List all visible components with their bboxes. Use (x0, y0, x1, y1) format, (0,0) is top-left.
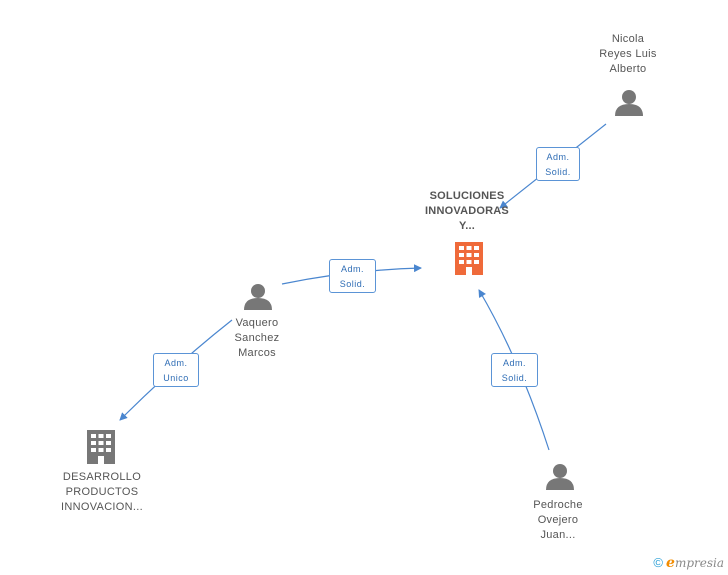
node-label-line: Reyes Luis (599, 48, 657, 60)
node-label-line: Juan... (540, 529, 576, 541)
building-icon (455, 242, 483, 275)
edge-label-vaquero-main[interactable]: Adm. Solid. (329, 259, 376, 293)
edge-label-vaquero-desarrollo[interactable]: Adm. Unico (153, 353, 199, 387)
node-label-line: Ovejero (537, 514, 579, 526)
edge-label-line: Adm. (340, 264, 364, 274)
edge-label-line: Adm. (502, 358, 526, 368)
node-label-line: Vaquero (235, 317, 279, 329)
node-label-line: Sanchez (234, 332, 280, 344)
edge-label-line: Solid. (339, 279, 366, 289)
node-label-line: DESARROLLO (62, 471, 142, 483)
node-label-line: INNOVADORAS (425, 205, 509, 217)
edge-label-nicola-main[interactable]: Adm. Solid. (536, 147, 580, 181)
node-label-vaquero[interactable]: Vaquero Sanchez Marcos (207, 316, 307, 361)
node-label-line: PRODUCTOS (65, 486, 139, 498)
node-label-desarrollo[interactable]: DESARROLLO PRODUCTOS INNOVACION... (46, 470, 158, 515)
node-label-line: Alberto (609, 63, 647, 75)
edge-label-line: Solid. (501, 373, 528, 383)
node-label-line: Y... (458, 220, 476, 232)
person-icon (615, 90, 643, 116)
node-label-soluciones[interactable]: SOLUCIONES INNOVADORAS Y... (410, 189, 524, 234)
edge-label-pedroche-main[interactable]: Adm. Solid. (491, 353, 538, 387)
building-icon (87, 430, 115, 464)
node-label-line: Marcos (238, 347, 276, 359)
node-label-line: INNOVACION... (61, 501, 143, 513)
edge-label-line: Adm. (546, 152, 570, 162)
edge-label-line: Solid. (545, 167, 571, 177)
brand-name: mpresia (674, 556, 724, 570)
node-label-pedroche[interactable]: Pedroche Ovejero Juan... (508, 498, 608, 543)
person-icon (244, 284, 272, 310)
node-label-line: Pedroche (533, 499, 583, 511)
person-icon (546, 464, 574, 490)
brand-e: e (666, 555, 675, 571)
edge-label-line: Unico (163, 373, 189, 383)
copyright-icon: © (653, 555, 664, 570)
edge-label-line: Adm. (164, 358, 188, 368)
empresia-logo[interactable]: ©empresia (653, 555, 724, 571)
node-label-line: SOLUCIONES (429, 190, 505, 202)
node-label-line: Nicola (611, 33, 645, 45)
node-label-nicola[interactable]: Nicola Reyes Luis Alberto (578, 32, 678, 77)
